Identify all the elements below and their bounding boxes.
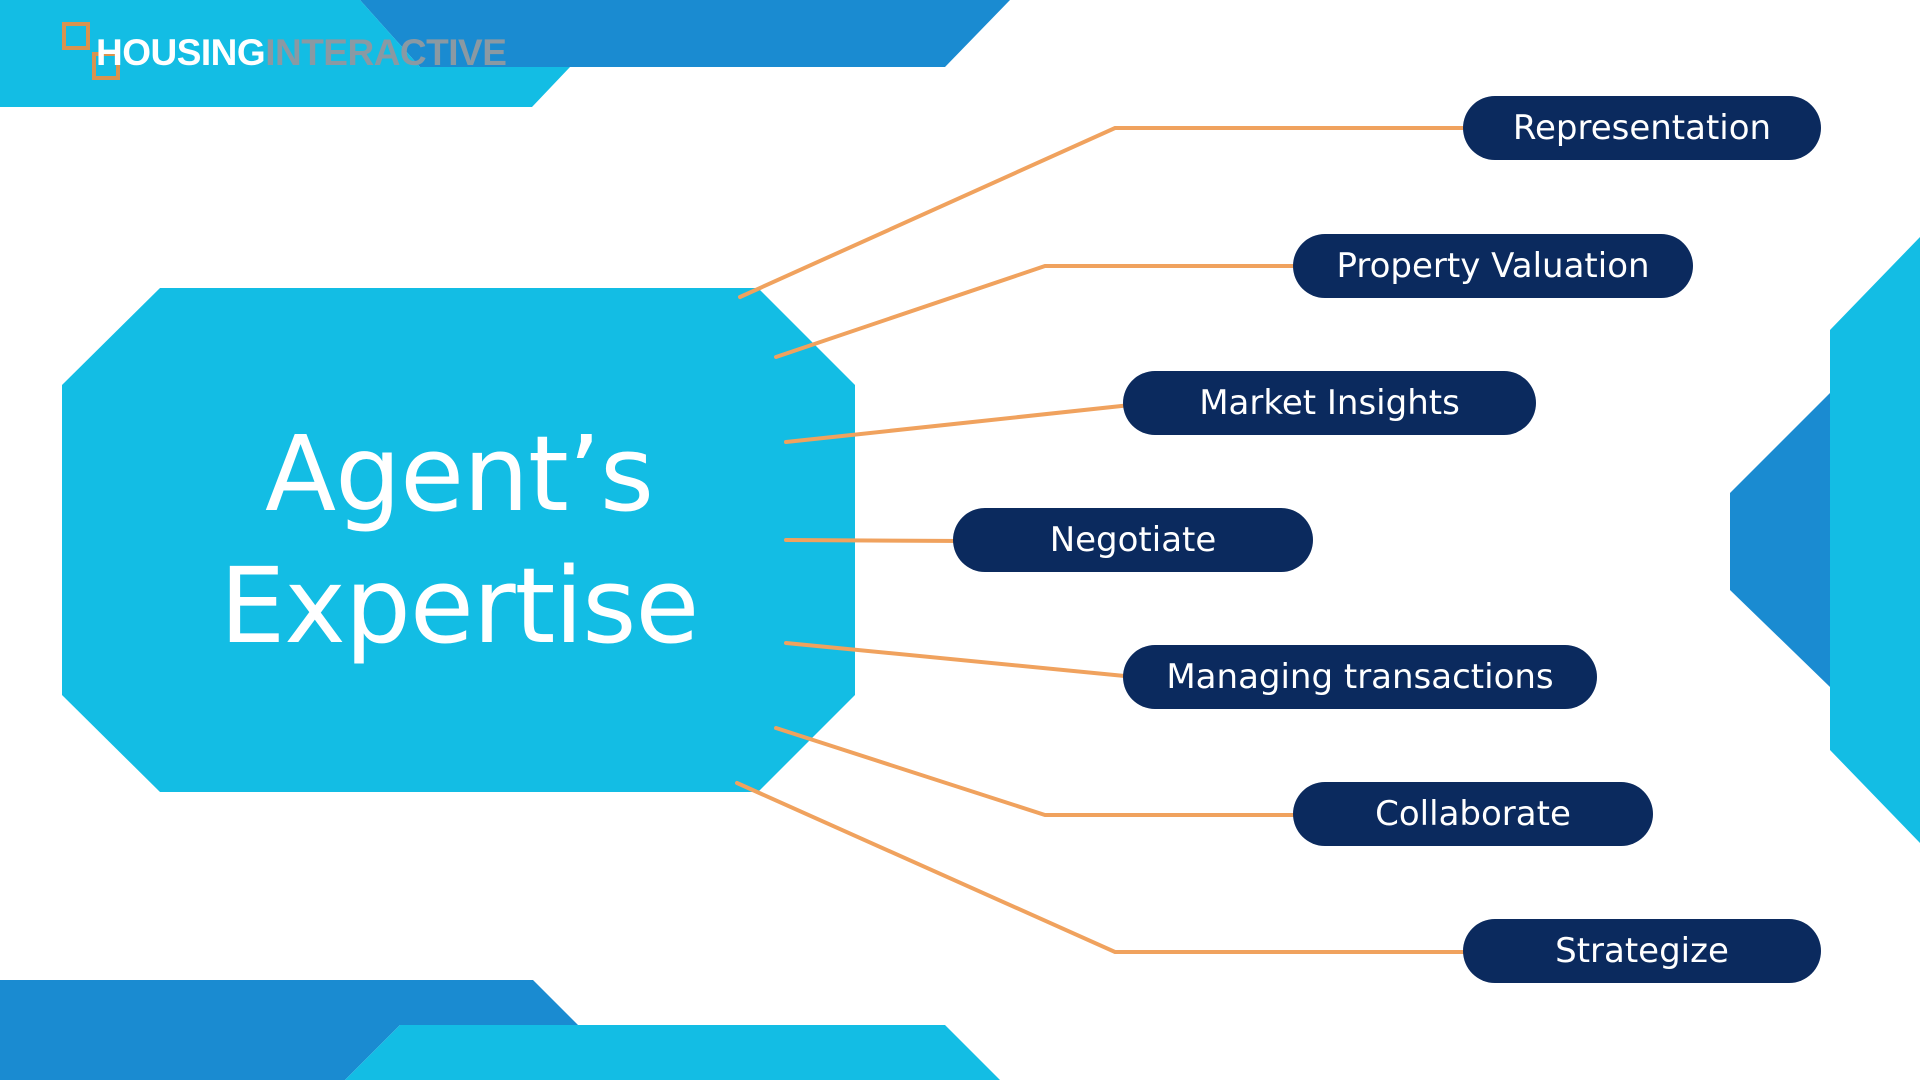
- top-banner-light: [0, 0, 570, 107]
- brand-name-part2: INTERACTIVE: [265, 32, 507, 73]
- logo-squares-icon: [62, 22, 120, 80]
- center-node-title: Agent’s Expertise: [62, 288, 856, 792]
- branch-market-insights[interactable]: Market Insights: [1123, 371, 1536, 435]
- brand-logo[interactable]: HOUSINGINTERACTIVE: [62, 20, 582, 84]
- branch-property-valuation[interactable]: Property Valuation: [1293, 234, 1693, 298]
- connector-representation: [738, 126, 1477, 299]
- right-shape-dark: [1730, 393, 1830, 687]
- branch-negotiate[interactable]: Negotiate: [953, 508, 1313, 572]
- center-octagon: [62, 288, 855, 792]
- brand-name-part1: HOUSING: [96, 32, 266, 73]
- brand-name: HOUSINGINTERACTIVE: [96, 32, 507, 73]
- branch-strategize[interactable]: Strategize: [1463, 919, 1821, 983]
- branch-collaborate[interactable]: Collaborate: [1293, 782, 1653, 846]
- connector-market-insights: [784, 402, 1142, 444]
- connector-strategize: [735, 781, 1477, 954]
- connector-managing-transactions: [784, 641, 1137, 679]
- right-shape-light: [1830, 237, 1920, 843]
- connector-property-valuation: [774, 264, 1307, 359]
- branch-managing-transactions[interactable]: Managing transactions: [1123, 645, 1597, 709]
- bottom-banner-dark: [0, 980, 578, 1080]
- connector-negotiate: [784, 538, 967, 543]
- center-title-line1: Agent’s: [264, 413, 654, 535]
- connectors: [735, 126, 1477, 954]
- top-banner-dark: [360, 0, 1010, 67]
- branch-representation[interactable]: Representation: [1463, 96, 1821, 160]
- connector-collaborate: [774, 726, 1307, 817]
- bottom-banner-light: [345, 1025, 1000, 1080]
- center-title-line2: Expertise: [219, 545, 700, 667]
